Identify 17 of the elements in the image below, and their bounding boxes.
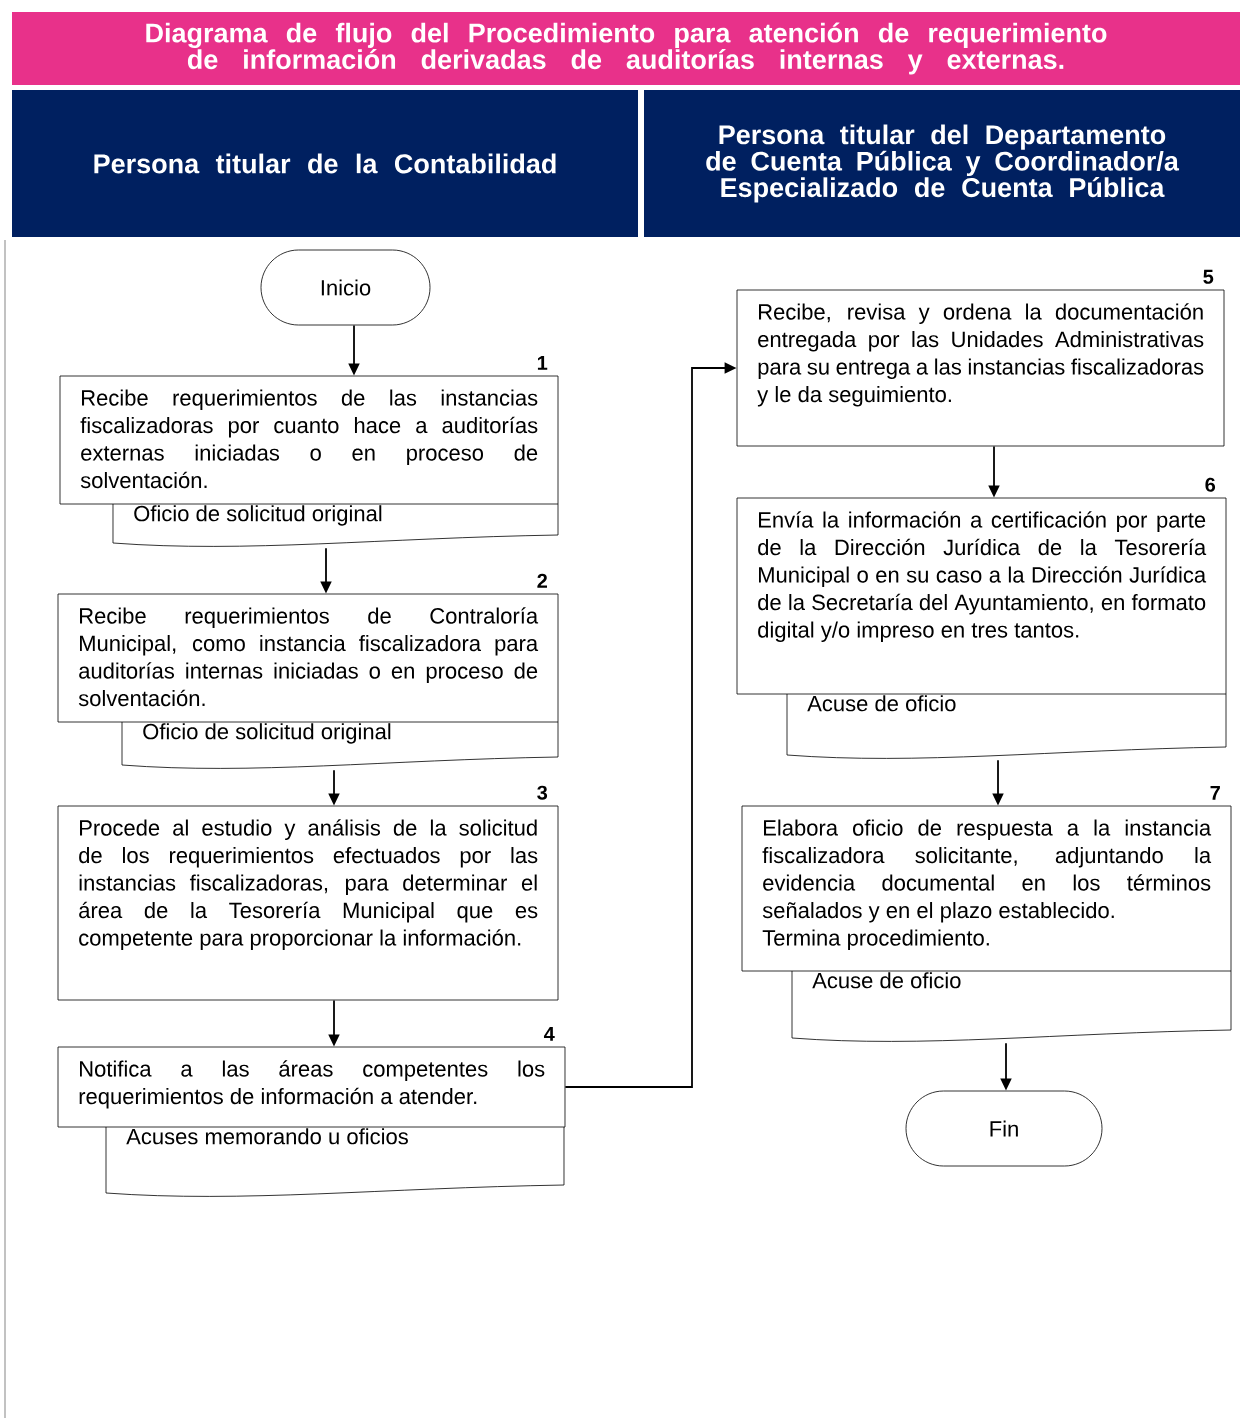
step-number: 5 (1203, 269, 1214, 284)
step-number: 4 (544, 1027, 555, 1041)
step-number: 7 (1210, 786, 1220, 800)
process-box: Notifica a las áreas competentes los requerimientos de información a atender. (57, 1046, 566, 1128)
title-banner: Diagrama de flujo del Procedimiento para atención de requerimiento de información derivadas de auditorías internas y externas. (12, 12, 1240, 85)
process-box: Envía la información a certificación por parte de la Dirección Jurídica de la Tesorería Municipal o en su caso a la Dirección Jurídica de la Secretaría del Ayuntamiento, en formato digital y/o impreso en tres tantos. (736, 497, 1227, 695)
step-number: 1 (537, 356, 548, 370)
process-box: Recibe requerimientos de las instancias fiscalizadoras por cuanto hace a auditorías externas iniciadas o en proceso de solventación. (59, 375, 559, 505)
lane-header: Persona titular de la Contabilidad (12, 90, 638, 237)
step-number: 2 (537, 573, 547, 588)
process-box: Procede al estudio y análisis de la solicitud de los requerimientos efectuados por las instancias fiscalizadoras, para determinar el área de la Tesorería Municipal que es competente para proporcionar la información. (57, 805, 559, 1001)
process-box: Elabora oficio de respuesta a la instancia fiscalizadora solicitante, adjuntando la evidencia documental en los términos señalados y en el plazo establecido. Termina procedimiento. (741, 805, 1232, 972)
step-number: 6 (1205, 477, 1216, 492)
lane-header: Persona titular del Departamento de Cuenta Pública y Coordinador/a Especializado de Cuenta Pública (644, 90, 1240, 237)
step-number: 3 (537, 785, 548, 800)
process-box: Recibe, revisa y ordena la documentación entregada por las Unidades Administrativas para su entrega a las instancias fiscalizadoras y le da seguimiento. (736, 289, 1225, 447)
process-box: Recibe requerimientos de Contraloría Municipal, como instancia fiscalizadora para auditorías internas iniciadas o en proceso de solventación. (57, 593, 559, 723)
